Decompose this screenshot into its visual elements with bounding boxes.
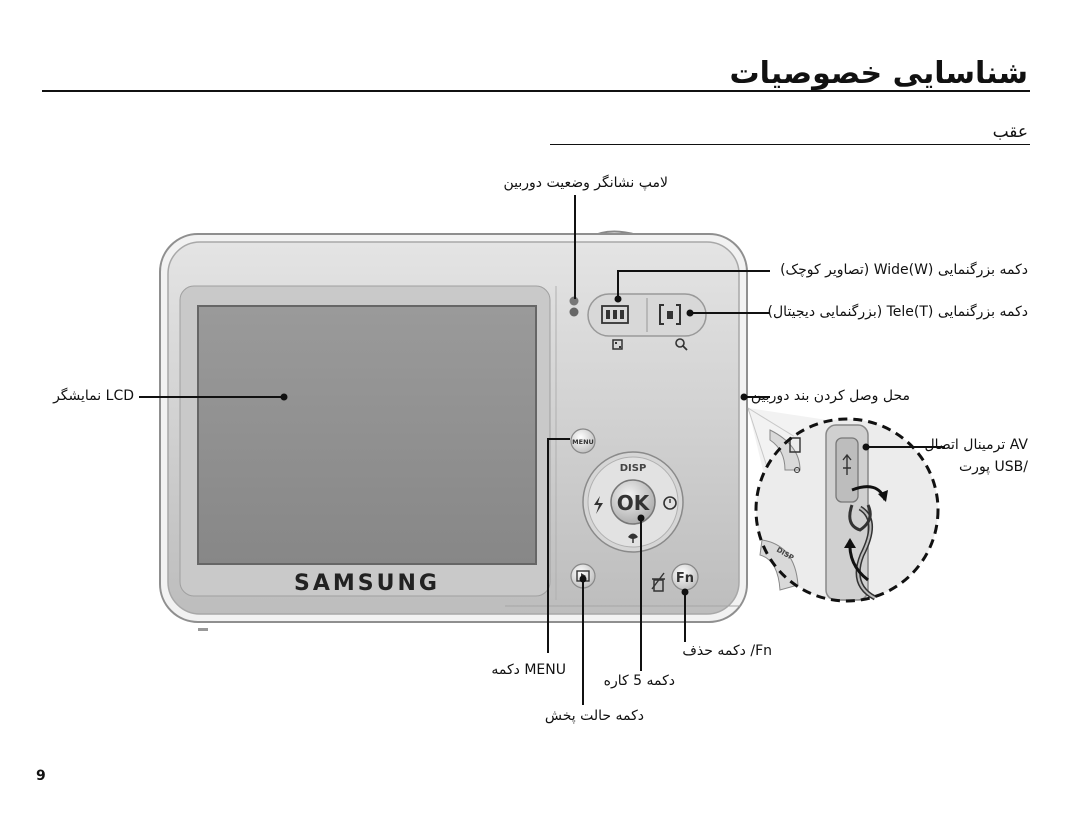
menu-button[interactable]: MENU bbox=[570, 428, 596, 454]
label-menu: MENU دکمه bbox=[491, 662, 566, 678]
title-rule bbox=[42, 90, 1030, 92]
section-subtitle: عقب bbox=[992, 122, 1028, 142]
zoom-rocker[interactable] bbox=[587, 293, 707, 337]
macro-icon bbox=[628, 533, 638, 543]
label-playback: دکمه حالت پخش bbox=[544, 708, 644, 724]
af-lamp bbox=[569, 296, 579, 306]
svg-text:Fn: Fn bbox=[676, 571, 694, 586]
usb-icon bbox=[842, 453, 852, 475]
thumbnail-icon bbox=[612, 339, 623, 350]
label-zoom-wide: دکمه بزرگنمایی Wide(W) (تصاویر کوچک) bbox=[780, 262, 1028, 278]
leader-lines bbox=[139, 195, 945, 705]
port-detail-inset: DISP bbox=[754, 417, 940, 603]
label-zoom-tele: دکمه بزرگنمایی Tele(T) (بزرگنمایی دیجیتا… bbox=[767, 304, 1028, 320]
wide-zoom-icon bbox=[601, 305, 629, 324]
label-usb-port: /USB پورت bbox=[959, 459, 1028, 475]
ok-button[interactable] bbox=[610, 479, 656, 525]
magnifier-icon bbox=[675, 338, 688, 351]
ok-label: OK bbox=[617, 491, 651, 515]
subtitle-rule bbox=[550, 144, 1030, 145]
label-fn-delete: Fn/ دکمه حذف bbox=[682, 643, 772, 659]
brand-logo: SAMSUNG bbox=[294, 571, 440, 596]
svg-text:MENU: MENU bbox=[572, 438, 594, 446]
lcd-screen bbox=[197, 305, 537, 565]
page-number: 9 bbox=[36, 768, 46, 784]
page-title: شناسایی خصوصیات bbox=[729, 56, 1028, 91]
label-five-way: دکمه 5 کاره bbox=[603, 673, 675, 689]
label-strap: محل وصل کردن بند دوربین bbox=[750, 388, 910, 404]
label-af-lamp: لامپ نشانگر وضعیت دوربین bbox=[503, 175, 669, 191]
tele-zoom-icon bbox=[659, 304, 681, 325]
label-lcd: LCD نمایشگر bbox=[53, 388, 134, 404]
disp-label: DISP bbox=[620, 463, 647, 474]
fn-delete-button[interactable]: Fn bbox=[671, 563, 699, 591]
self-timer-icon bbox=[663, 496, 677, 510]
leader-dots bbox=[280, 295, 870, 596]
trash-icon bbox=[651, 572, 665, 592]
five-way-pad[interactable]: OK DISP bbox=[582, 451, 684, 553]
flash-icon bbox=[594, 496, 603, 514]
label-av-terminal: AV ترمینال اتصال bbox=[924, 437, 1028, 453]
